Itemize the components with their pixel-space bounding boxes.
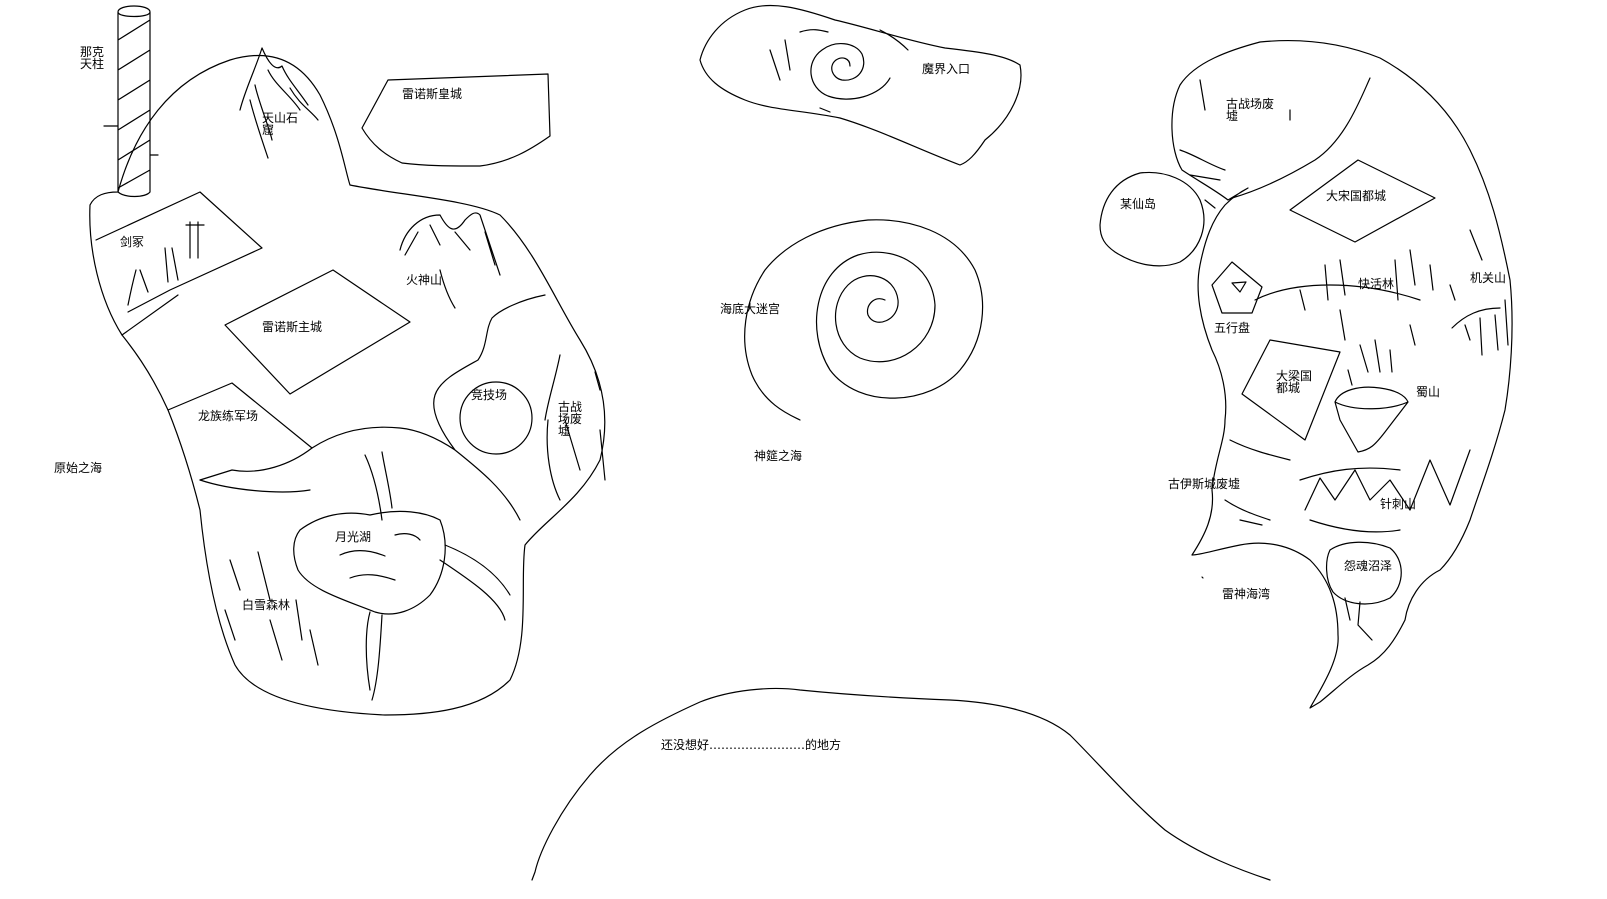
label-yuanhun-zhaoze: 怨魂沼泽: [1344, 559, 1393, 573]
arena-circle: [459, 381, 533, 455]
undersea-labyrinth-spiral: [744, 219, 984, 421]
imperial-city-island: [361, 73, 551, 167]
kuaihuo-forest-lines: [1254, 229, 1483, 346]
jiguan-mountain-lines: [1451, 299, 1509, 356]
leishen-bay-dot: [1201, 576, 1204, 579]
mou-xian-island: [1099, 171, 1205, 267]
shushan-mountain: [1334, 339, 1409, 453]
demon-realm-island: [699, 4, 1022, 166]
label-yuanshi-zhi-hai: 原始之海: [54, 461, 103, 475]
label-gu-zhanchang-feixu-right: 古战场废 墟: [1226, 97, 1275, 123]
label-weixiang-hao: 还没想好……………………的地方: [661, 738, 842, 752]
right-continent-outline: [1171, 39, 1513, 709]
label-jiguan-shan: 机关山: [1470, 271, 1507, 285]
gu-yisi-lines: [1224, 439, 1291, 526]
demon-realm-spiral: [769, 29, 909, 113]
label-gu-zhanchang-feixu-left: 古战 场废 墟: [558, 400, 583, 438]
label-baixue-senlin: 白雪森林: [242, 598, 291, 612]
bottom-landmass: [531, 687, 1271, 881]
left-continent-outline: [89, 54, 606, 716]
label-mou-xiandao: 某仙岛: [1120, 197, 1157, 211]
longzu-training-region: [167, 382, 313, 481]
forest-lines: [224, 451, 511, 701]
right-ruins-lines: [1179, 77, 1371, 209]
label-kuaihuo-lin: 快活林: [1358, 277, 1395, 291]
label-nake-tianzhu: 那克 天柱: [80, 45, 105, 71]
moonlight-lake: [293, 510, 446, 615]
jianzhong-region: [95, 191, 263, 336]
label-jianzhong: 剑冢: [120, 235, 145, 249]
wuxing-plate: [1211, 261, 1263, 314]
left-region-dividers: [199, 294, 546, 521]
zhenci-mountains: [1299, 449, 1471, 533]
leinuosi-main-city-shape: [224, 269, 411, 395]
dasong-capital-shape: [1289, 159, 1436, 243]
huoshen-mountains: [399, 212, 501, 309]
label-mojie-rukou: 魔界入口: [922, 62, 971, 76]
label-leinuosi-zhucheng: 雷诺斯主城: [262, 320, 323, 334]
label-shu-shan: 蜀山: [1416, 385, 1441, 399]
label-dasong-guodu: 大宋国都城: [1326, 189, 1387, 203]
label-huoshen-shan: 火神山: [406, 273, 443, 287]
label-daliang-guodu: 大梁国 都城: [1276, 369, 1313, 395]
tianshan-mountains: [239, 47, 319, 159]
jianzhong-swords: [127, 221, 205, 306]
label-tianshan-shiku: 天山石 窟: [262, 111, 299, 137]
label-leishen-haiwan: 雷神海湾: [1222, 587, 1271, 601]
label-jingjichang: 竞技场: [471, 388, 508, 402]
label-gu-yisi-feixu: 古伊斯城废墟: [1168, 477, 1241, 491]
nake-pillar: [103, 5, 159, 198]
label-haidi-da-migong: 海底大迷宫: [720, 302, 781, 316]
yuanhun-swamp: [1326, 541, 1402, 641]
daliang-capital-shape: [1241, 339, 1341, 441]
label-longzu-lianjunchang: 龙族练军场: [198, 409, 259, 423]
label-wuxing-pan: 五行盘: [1214, 321, 1251, 335]
label-yueguang-hu: 月光湖: [335, 530, 372, 544]
left-ruins-lines: [544, 354, 606, 501]
label-shenyan-zhi-hai: 神筵之海: [754, 449, 803, 463]
label-zhenci-shan: 针刺山: [1380, 497, 1417, 511]
label-leinuosi-huangcheng: 雷诺斯皇城: [402, 87, 463, 101]
